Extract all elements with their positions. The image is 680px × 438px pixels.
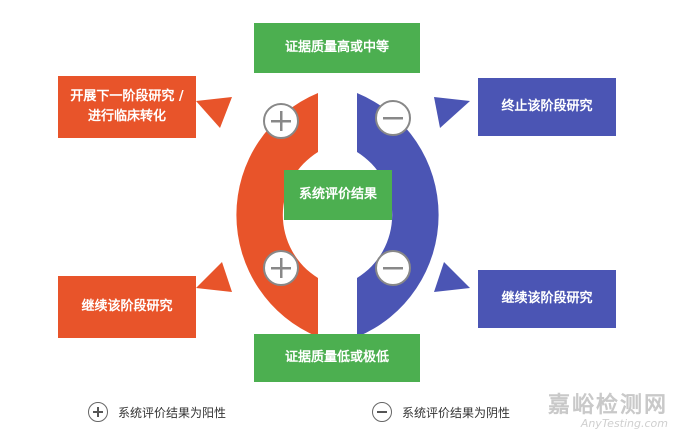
center-label: 系统评价结果 [298, 187, 377, 202]
right-bottom-box: 继续该阶段研究 [478, 270, 616, 328]
left-top-box: 开展下一阶段研究 / 进行临床转化 [58, 76, 196, 138]
right-top-box: 终止该阶段研究 [478, 78, 616, 136]
legend-negative-label: 系统评价结果为阴性 [402, 405, 511, 420]
watermark: 嘉峪检测网 AnyTesting.com [548, 387, 668, 430]
arrow-left-bottom [196, 262, 232, 292]
center-box: 系统评价结果 [284, 170, 392, 220]
left-bottom-box: 继续该阶段研究 [58, 276, 196, 338]
arrow-right-top [434, 97, 470, 128]
minus-circle-icon [375, 100, 411, 136]
right-bottom-label: 继续该阶段研究 [501, 291, 593, 306]
legend-positive: 系统评价结果为阳性 [88, 402, 226, 422]
top-box: 证据质量高或中等 [254, 23, 420, 73]
plus-circle-icon [88, 402, 108, 422]
watermark-en: AnyTesting.com [580, 417, 668, 430]
positive-arc [236, 93, 318, 337]
legend-negative: 系统评价结果为阴性 [372, 402, 510, 422]
top-box-label: 证据质量高或中等 [284, 40, 389, 55]
arrow-left-top [196, 97, 232, 128]
right-top-label: 终止该阶段研究 [501, 99, 593, 114]
left-top-line1: 开展下一阶段研究 / [70, 89, 184, 104]
left-top-line2: 进行临床转化 [87, 109, 166, 124]
plus-circle-icon [263, 250, 299, 286]
bottom-box: 证据质量低或极低 [254, 334, 420, 382]
plus-circle-icon [263, 103, 299, 139]
minus-circle-icon [372, 402, 392, 422]
bottom-box-label: 证据质量低或极低 [284, 350, 389, 365]
watermark-cn: 嘉峪检测网 [547, 393, 668, 418]
left-bottom-label: 继续该阶段研究 [81, 299, 173, 314]
arrow-right-bottom [434, 262, 470, 292]
minus-circle-icon [375, 250, 411, 286]
legend-positive-label: 系统评价结果为阳性 [118, 405, 227, 420]
